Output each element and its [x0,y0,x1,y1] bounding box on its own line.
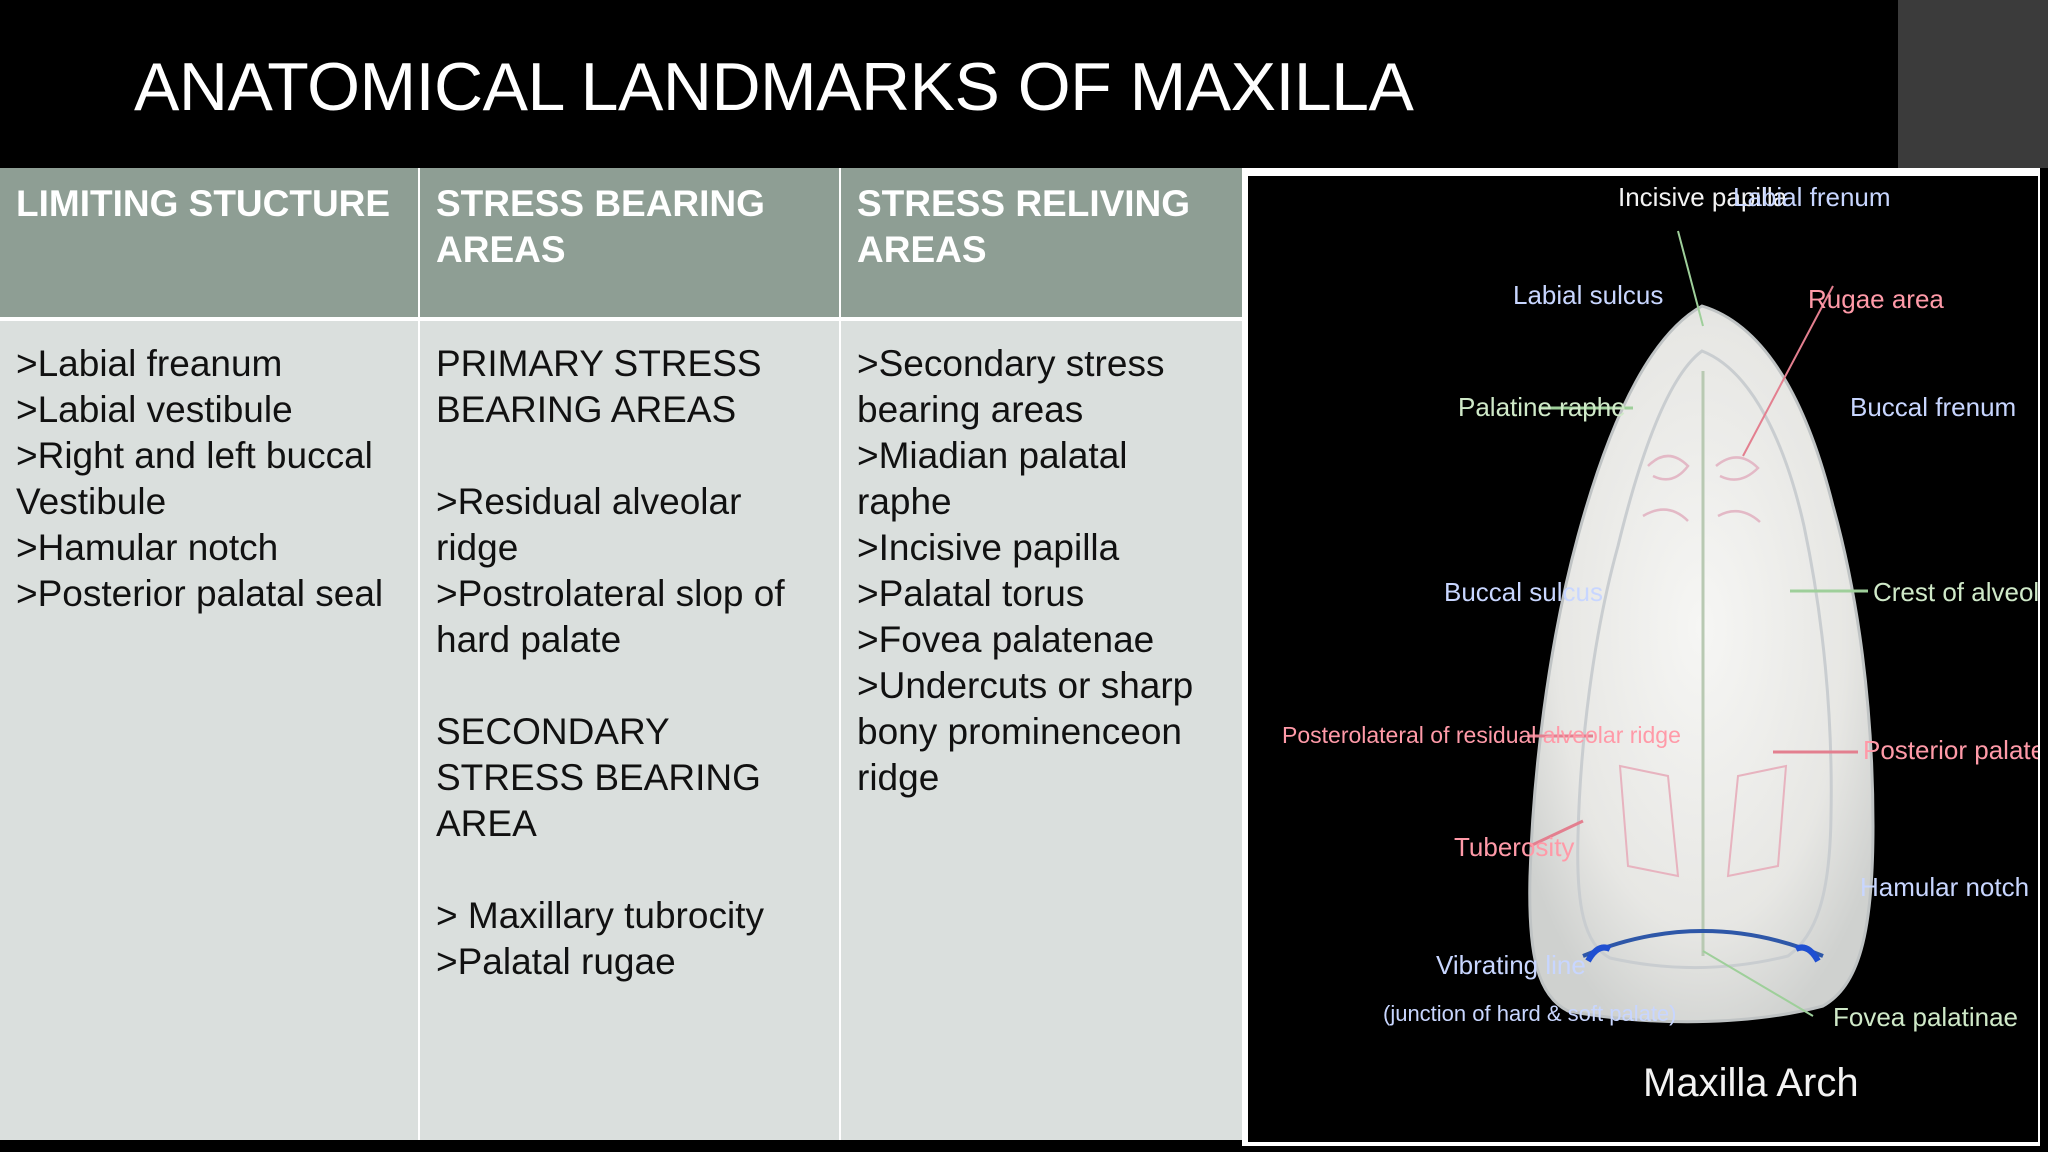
list-item: >Hamular notch [16,527,279,568]
label-posterolateral-ridge: Posterolateral of residual alveolar ridg… [1282,722,1681,748]
cell-stress-relieving-areas: >Secondary stress bearing areas >Miadian… [841,321,1244,1140]
label-vibrating-line: Vibrating line [1436,950,1586,980]
figure-caption: Maxilla Arch [1643,1061,1859,1105]
label-buccal-frenum: Buccal frenum [1850,392,2016,422]
label-rugae-area: Rugae area [1808,284,1944,314]
posterolateral-area-left [1618,764,1680,878]
label-tuberosity: Tuberosity [1454,832,1574,862]
header-stress-relieving: STRESS RELIVING AREAS [841,168,1244,317]
maxilla-illustration: Incisive papilla Labial frenum Labial su… [1282,182,2038,1105]
list-item: >Labial vestibule [16,389,293,430]
list-spacer [436,433,825,479]
label-labial-sulcus: Labial sulcus [1513,280,1663,310]
list-item: >Palatal rugae [436,941,676,982]
list-spacer [436,847,825,893]
list-item: raphe [857,481,952,522]
list-item: bearing areas [857,389,1084,430]
landmarks-table: LIMITING STUCTURE STRESS BEARING AREAS S… [0,168,1244,1140]
rugae-marks [1642,454,1761,523]
label-crest-alveolar-ridge: Crest of alveolar ridge [1873,577,2038,607]
label-fovea-palatinae: Fovea palatinae [1833,1002,2018,1032]
list-item: AREA [436,803,537,844]
leader-incisive-papilla [1677,230,1704,327]
label-incisive-papilla: Incisive papilla [1618,182,1788,212]
label-posterior-palate: Posterior palate [1863,735,2038,765]
leader-rugae-area [1742,285,1834,457]
label-labial-frenum: Labial frenum [1733,182,1891,212]
leader-fovea-palatinae [1702,950,1814,1017]
header-limiting-structure: LIMITING STUCTURE [0,168,418,317]
list-item: >Miadian palatal [857,435,1128,476]
list-item: SECONDARY [436,711,670,752]
list-item: >Right and left buccal [16,435,373,476]
list-item: >Incisive papilla [857,527,1120,568]
list-item: BEARING AREAS [436,389,737,430]
list-item: >Secondary stress [857,343,1165,384]
maxilla-cast-shape [1528,304,1875,1024]
list-item: >Postrolateral slop of [436,573,785,614]
list-item: >Palatal torus [857,573,1085,614]
list-spacer [436,663,825,709]
list-item: >Undercuts or sharp [857,665,1194,706]
alveolar-ridge-outline [1576,349,1833,969]
hamular-notch-left-mark [1585,944,1612,963]
list-item: STRESS BEARING [436,757,761,798]
cell-limiting-structures: >Labial freanum >Labial vestibule >Right… [0,321,418,1140]
list-item: >Fovea palatenae [857,619,1155,660]
leader-tuberosity [1529,819,1584,848]
list-item: hard palate [436,619,622,660]
slide-title: ANATOMICAL LANDMARKS OF MAXILLA [134,49,1414,125]
label-hamular-notch: Hamular notch [1860,872,2029,902]
side-accent-strip [1898,0,2048,168]
list-item: >Residual alveolar [436,481,742,522]
list-item: >Posterior palatal seal [16,573,384,614]
label-palatine-raphe: Palatine raphe [1458,392,1626,422]
maxilla-arch-figure: Incisive papilla Labial frenum Labial su… [1248,176,2038,1142]
label-buccal-sulcus: Buccal sulcus [1444,577,1603,607]
label-vibrating-line-note: (junction of hard & soft palate) [1383,1001,1677,1026]
list-item: Vestibule [16,481,167,522]
list-item: PRIMARY STRESS [436,343,762,384]
posterolateral-area-right [1726,764,1788,878]
header-stress-bearing: STRESS BEARING AREAS [420,168,839,317]
list-item: ridge [857,757,940,798]
bottom-strip [0,1140,1242,1152]
list-item: > Maxillary tubrocity [436,895,764,936]
vibrating-line-mark [1582,929,1824,958]
list-item: ridge [436,527,519,568]
hamular-notch-right-mark [1794,944,1821,963]
cell-stress-bearing-areas: PRIMARY STRESS BEARING AREAS >Residual a… [420,321,839,1140]
list-item: bony prominenceon [857,711,1182,752]
list-item: >Labial freanum [16,343,283,384]
